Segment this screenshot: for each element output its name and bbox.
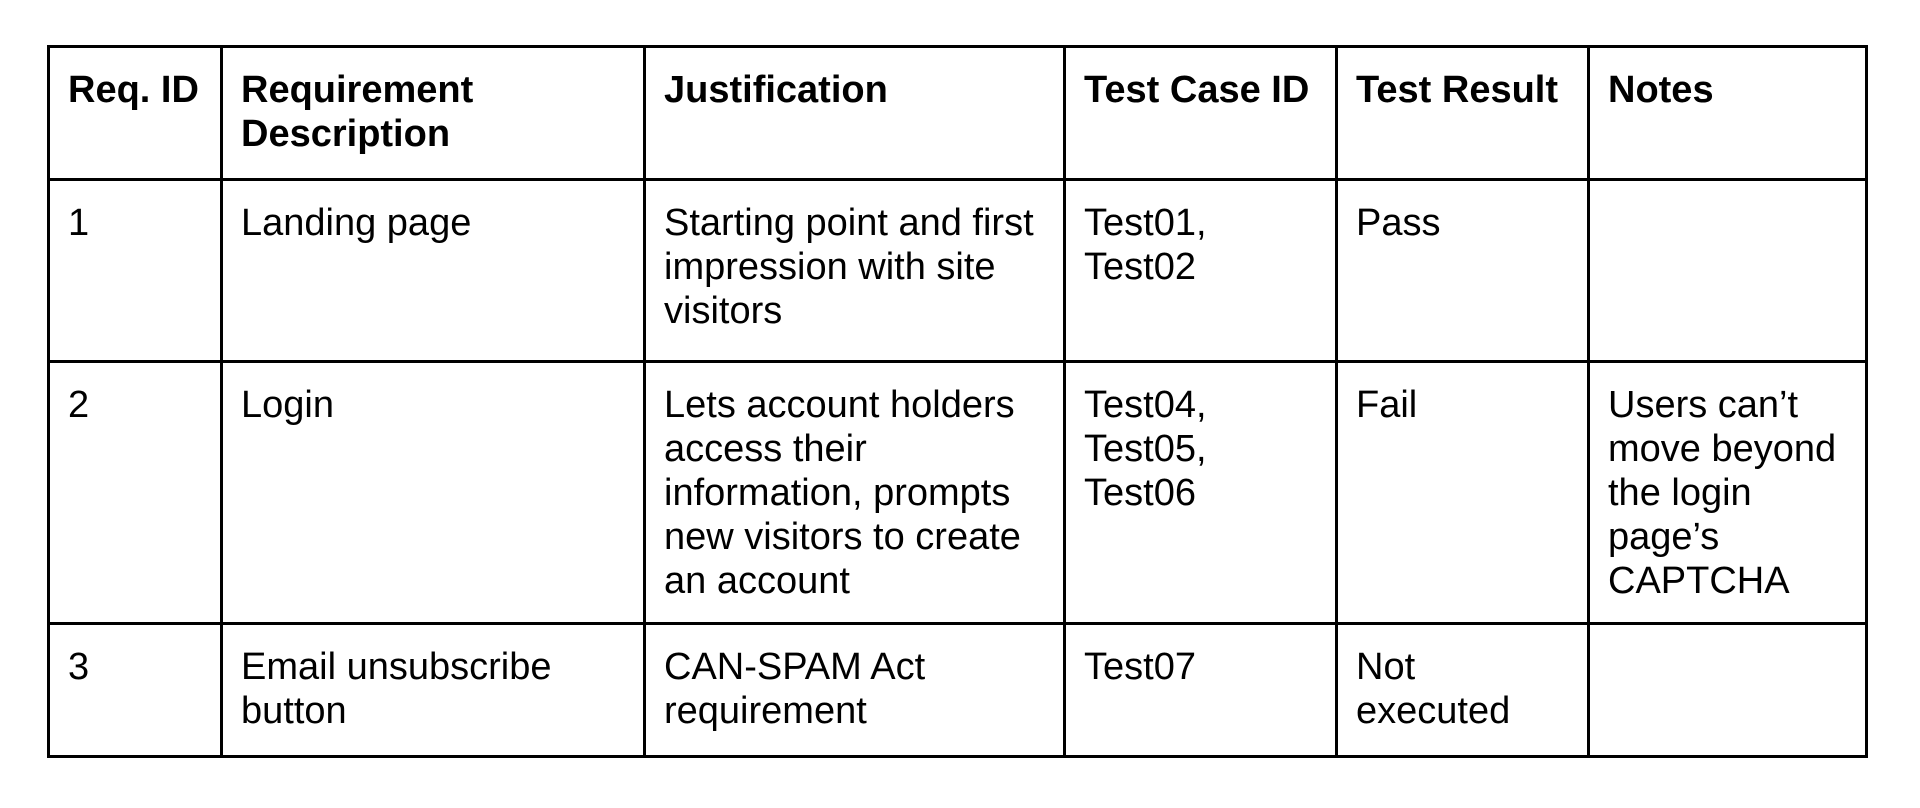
requirements-traceability-table: Req. ID Requirement Description Justific…	[47, 45, 1868, 758]
cell-justification: CAN-SPAM Act requirement	[643, 622, 1066, 758]
header-test-case-id: Test Case ID	[1063, 45, 1338, 181]
header-notes: Notes	[1587, 45, 1868, 181]
cell-test-case-id: Test01, Test02	[1063, 178, 1338, 363]
cell-test-result: Pass	[1335, 178, 1590, 363]
header-test-result: Test Result	[1335, 45, 1590, 181]
cell-notes: Users can’t move beyond the login page’s…	[1587, 360, 1868, 625]
cell-justification: Starting point and first impression with…	[643, 178, 1066, 363]
cell-requirement-description: Login	[220, 360, 646, 625]
cell-req-id: 3	[47, 622, 223, 758]
table-row: 1 Landing page Starting point and first …	[47, 178, 1868, 363]
header-requirement-description: Requirement Description	[220, 45, 646, 181]
cell-req-id: 2	[47, 360, 223, 625]
cell-notes	[1587, 178, 1868, 363]
cell-justification: Lets account holders access their inform…	[643, 360, 1066, 625]
header-req-id: Req. ID	[47, 45, 223, 181]
table-header-row: Req. ID Requirement Description Justific…	[47, 45, 1868, 181]
cell-test-case-id: Test04, Test05, Test06	[1063, 360, 1338, 625]
header-justification: Justification	[643, 45, 1066, 181]
cell-test-result: Not executed	[1335, 622, 1590, 758]
table-row: 3 Email unsubscribe button CAN-SPAM Act …	[47, 622, 1868, 758]
cell-test-result: Fail	[1335, 360, 1590, 625]
cell-req-id: 1	[47, 178, 223, 363]
cell-requirement-description: Landing page	[220, 178, 646, 363]
cell-requirement-description: Email unsubscribe button	[220, 622, 646, 758]
cell-test-case-id: Test07	[1063, 622, 1338, 758]
table-row: 2 Login Lets account holders access thei…	[47, 360, 1868, 625]
cell-notes	[1587, 622, 1868, 758]
